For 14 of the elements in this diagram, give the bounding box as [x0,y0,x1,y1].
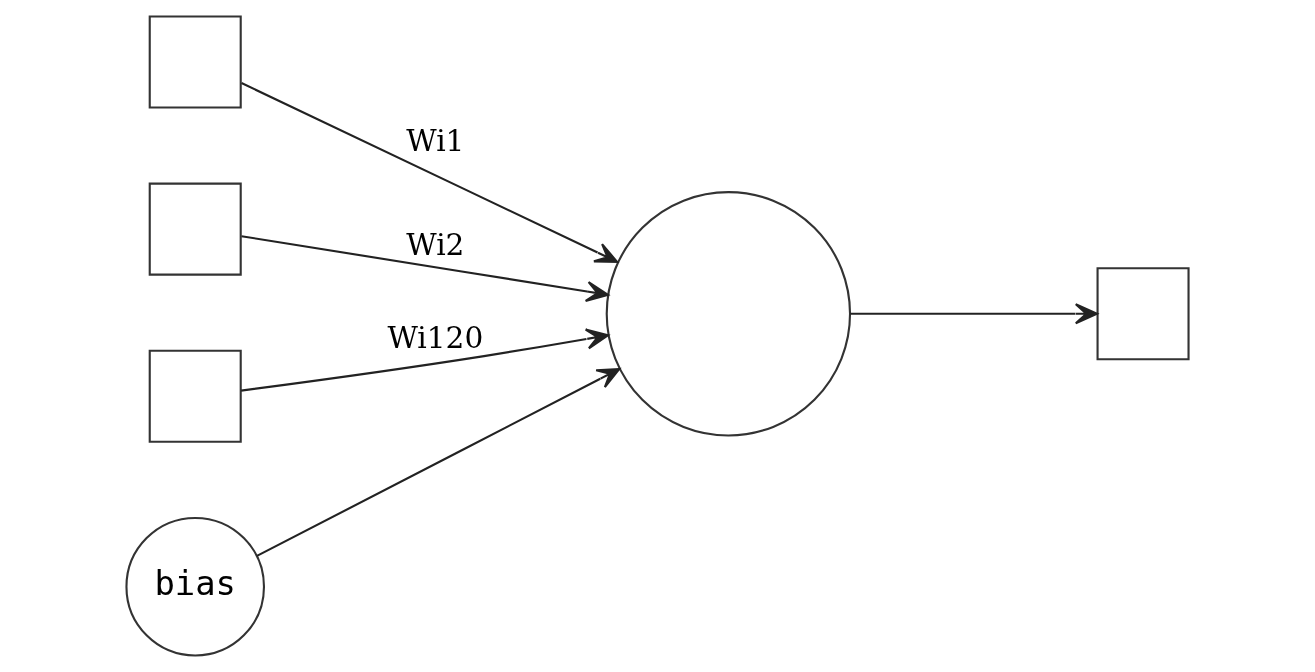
node-box [1096,267,1190,361]
arrow [240,328,610,392]
edge-label: Wi2 [406,227,465,262]
arrow [241,235,610,302]
node-box [148,349,242,443]
edge-label: Wi1 [406,124,465,159]
arrow [850,303,1098,325]
node-box [148,15,242,109]
node-circle: bias [125,516,266,657]
arrow [256,367,621,557]
arrow [241,82,619,263]
node-box [148,182,242,276]
node-circle [605,191,852,437]
edge-label: Wi120 [387,321,484,356]
